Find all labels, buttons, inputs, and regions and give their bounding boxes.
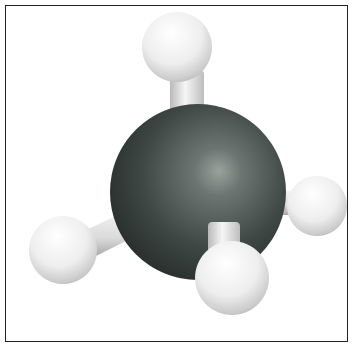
hydrogen-atom-left <box>29 216 97 284</box>
central-atom <box>110 104 286 280</box>
hydrogen-atom-front <box>195 241 269 315</box>
hydrogen-atom-top <box>142 12 212 82</box>
hydrogen-atom-right <box>287 176 347 236</box>
